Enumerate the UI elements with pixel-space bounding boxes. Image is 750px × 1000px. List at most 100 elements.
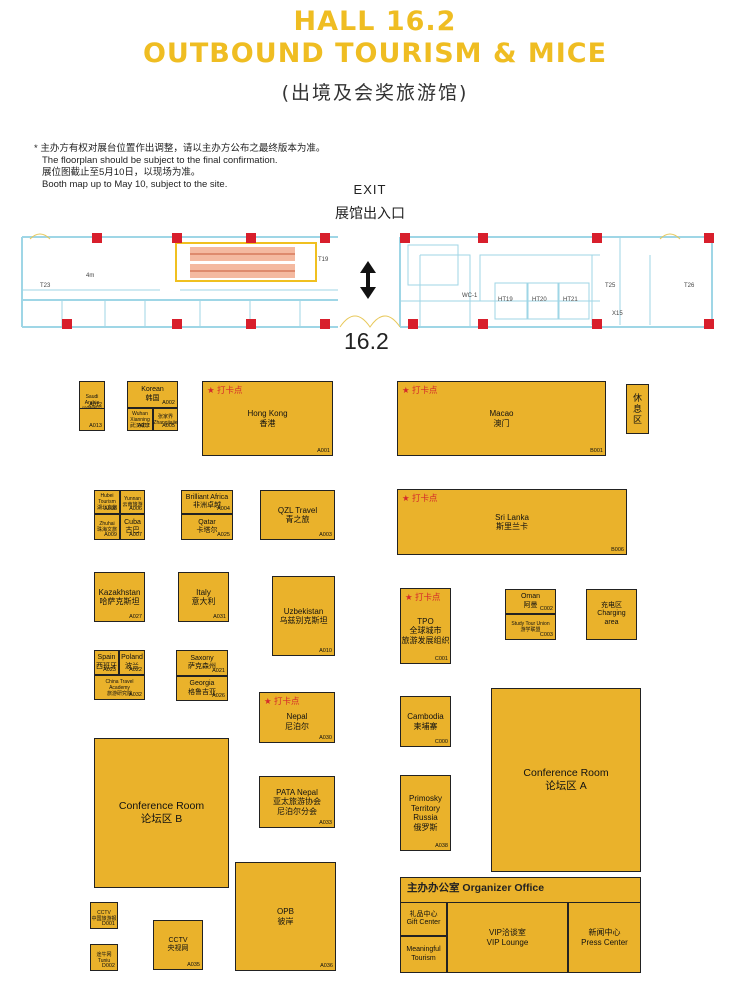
booth-code: A025 [217,532,230,538]
note-line-1: * 主办方有权对展台位置作出调整，请以主办方公布之最终版本为准。 [34,143,326,154]
disclaimer-notes: * 主办方有权对展台位置作出调整，请以主办方公布之最终版本为准。 The flo… [34,143,325,191]
booth-label: QZL Travel 青之旅 [277,505,318,525]
booth-code: B006 [611,547,624,553]
hall-number: 16.2 [344,328,389,354]
note-line-2: The floorplan should be subject to the f… [42,155,278,166]
booth-label: VIP洽谈室 VIP Lounge [486,928,529,947]
booth-label: OPB 彼岸 [277,907,294,926]
booth-label: Saxony 萨克森州 [188,654,216,671]
booth-a013[interactable]: A013 [79,408,105,431]
booth-label: Sri Lanka 斯里兰卡 [495,512,529,532]
exit-label-cn: 展馆出入口 [335,205,405,221]
booth-meaningful-tourism[interactable]: Meaningful Tourism [400,936,447,973]
hall-entrance-plan: 4m T23 T19 WC-1 HT19 HT20 HT21 T25 T26 X… [21,233,714,329]
booth-label: Conference Room 论坛区 B [118,800,205,825]
room-wc: WC-1 [462,293,478,299]
booth-label: 礼品中心 Gift Center [406,910,441,927]
booth-code: C003 [539,632,553,638]
booth-conference-room-b[interactable]: Conference Room 论坛区 B [94,738,229,888]
pillars [62,233,714,329]
booth-code: A013 [89,423,102,429]
booth-code: A036 [320,963,333,969]
booth-label: Cambodia 柬埔寨 [407,712,444,731]
booth-c000[interactable]: Cambodia 柬埔寨 C000 [400,696,451,747]
booth-label: Qatar 卡塔尔 [196,518,218,535]
booth-charging-area[interactable]: 充电区 Charging area [586,589,637,640]
booth-code: A004 [217,506,230,512]
booth-vip-lounge[interactable]: VIP洽谈室 VIP Lounge [447,902,568,973]
booth-a036[interactable]: OPB 彼岸 A036 [235,862,336,971]
booth-code: A026 [212,693,225,699]
organizer-office-title: 主办办公室 Organizer Office [407,882,545,894]
booth-code: A033 [319,820,332,826]
booth-label: Yunnan 云南旅游 [122,496,143,508]
exit-arrow-icon [360,261,376,299]
booth-label: Kazakhstan 哈萨克斯坦 [98,587,141,607]
room-t19: T19 [318,257,329,263]
booth-code: A005 [162,423,175,429]
note-line-4: Booth map up to May 10, subject to the s… [42,179,228,190]
booth-code: A006 [129,506,142,512]
room-ht21: HT21 [563,297,578,303]
booth-code: A011 [137,423,150,429]
booth-label: Brilliant Africa 非洲卓越 [185,493,229,510]
booth-conference-room-a[interactable]: Conference Room 论坛区 A [491,688,641,872]
exit-label: EXIT [353,182,387,197]
room-ht19: HT19 [498,297,513,303]
booth-a027[interactable]: Kazakhstan 哈萨克斯坦 A027 [94,572,145,622]
booth-label: 充电区 Charging area [597,601,626,626]
booth-label: Study Tour Union 游学联盟 [511,621,550,633]
booth-label: Meaningful Tourism [406,946,441,962]
booth-label: Poland 波兰 [121,654,143,670]
booth-code: D001 [101,921,115,927]
room-t26: T26 [684,283,695,289]
escalator [175,242,317,282]
booth-code: C000 [434,739,448,745]
room-t25: T25 [605,283,616,289]
booth-code: A030 [319,735,332,741]
checkin-star-icon: ★ 打卡点 [405,592,441,602]
booth-label: 途牛网 Tuniu [96,951,112,964]
booth-rest-area[interactable]: 休 息 区 [626,384,649,434]
booth-label: CCTV 中国旅游报 [91,909,117,922]
booth-code: A027 [129,614,142,620]
booth-press-center[interactable]: 新闻中心 Press Center [568,902,641,973]
booth-label: 张家界 Zhangjiajie [153,413,178,426]
booth-b006[interactable]: ★ 打卡点 Sri Lanka 斯里兰卡 B006 [397,489,627,555]
checkin-star-icon: ★ 打卡点 [402,493,438,503]
room-t23: T23 [40,283,51,289]
booth-label: CCTV 央视网 [167,936,189,953]
booth-gift-center[interactable]: 礼品中心 Gift Center [400,902,447,936]
booth-code: A008 [104,506,117,512]
hall-subtitle-cn: (出境及会奖旅游馆) [281,82,469,104]
booth-label: Macao 澳门 [489,409,514,428]
